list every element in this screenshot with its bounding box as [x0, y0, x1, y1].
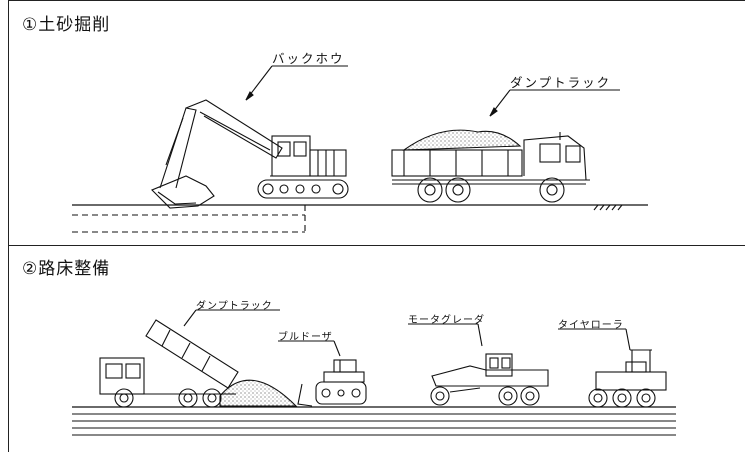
- section-title-excavation: ①土砂掘削: [22, 15, 111, 35]
- excavation-outline: [72, 205, 306, 233]
- dump-truck-illustration-1: [391, 129, 590, 203]
- diagram-frame: [8, 0, 745, 452]
- tire-roller-illustration: [588, 349, 667, 408]
- section-title-subgrade: ②路床整備: [22, 259, 111, 279]
- label-tire-roller: タイヤローラ: [558, 320, 624, 331]
- label-motor-grader: モータグレーダ: [408, 315, 485, 326]
- backhoe-arrowhead: [245, 91, 254, 101]
- label-dump-truck-1: ダンプトラック: [510, 75, 612, 90]
- dump-arrowhead: [489, 107, 498, 117]
- label-bulldozer: ブルドーザ: [278, 332, 333, 343]
- motor-grader-illustration: [430, 353, 549, 406]
- dump-truck-illustration-2: [99, 319, 298, 408]
- section-divider: [8, 245, 745, 246]
- label-dump-truck-2: ダンプトラック: [196, 301, 273, 312]
- backhoe-illustration: [151, 99, 349, 209]
- label-backhoe: バックホウ: [272, 51, 345, 66]
- bulldozer-illustration: [297, 359, 367, 407]
- ground-hatch-1: [593, 204, 623, 211]
- road-layers: [72, 406, 676, 436]
